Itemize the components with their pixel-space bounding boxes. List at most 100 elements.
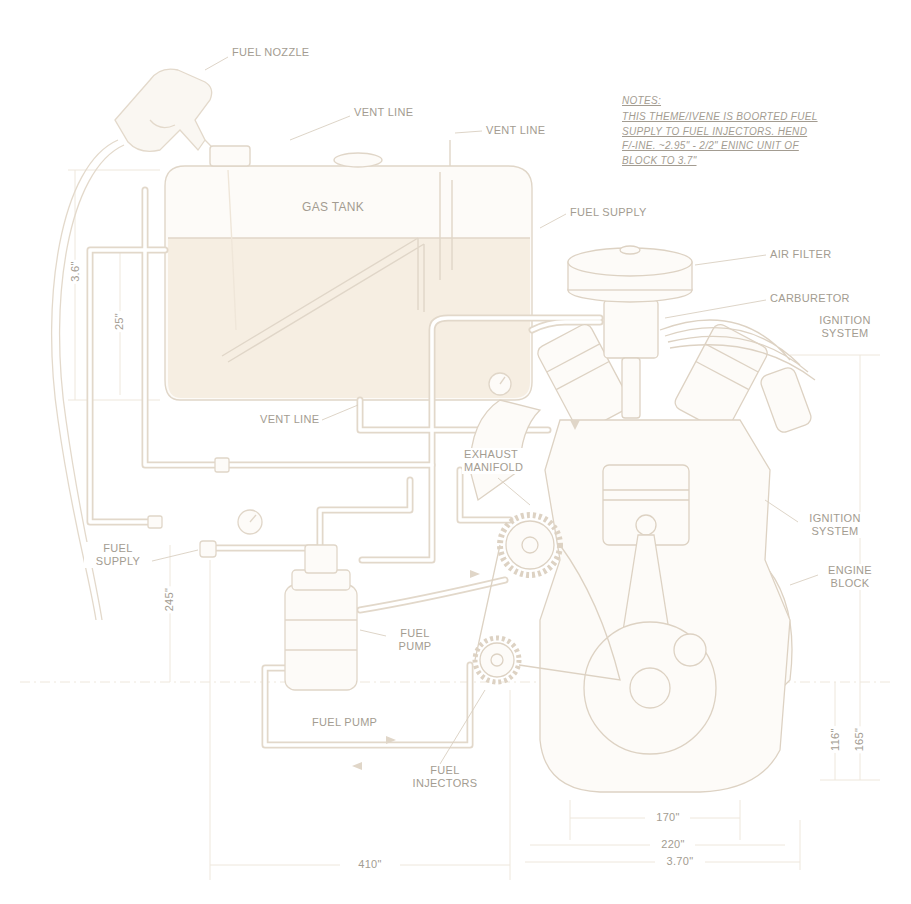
engine-drawing-part — [584, 622, 716, 754]
fuel-pump-and-gauges-part — [285, 619, 357, 620]
engine-drawing-part — [620, 246, 640, 254]
fuel-pump-and-gauges-part — [215, 458, 229, 472]
part-label: EXHAUST MANIFOLD — [462, 448, 538, 474]
fuel-pipes — [90, 190, 600, 745]
gas-tank-outline-part — [449, 140, 450, 166]
engine-drawing-part — [603, 465, 689, 545]
leader-lines-part — [695, 255, 766, 265]
dimension-label: 3.70" — [665, 855, 696, 868]
leader-lines — [148, 57, 818, 764]
part-label: CARBURETOR — [768, 292, 852, 305]
engine-drawing-part-part — [556, 362, 609, 390]
fuel-pump-and-gauges-part — [500, 377, 505, 384]
leader-lines-part — [360, 630, 386, 636]
fuel-pump-and-gauges-part — [238, 510, 262, 534]
part-label: ENGINE BLOCK — [820, 564, 880, 590]
timing-gears-and-belt-part — [500, 515, 560, 575]
timing-gears-and-belt-part — [491, 654, 503, 666]
leader-lines-part — [322, 405, 358, 420]
timing-gears-and-belt-part — [475, 638, 519, 682]
engine-drawing-part — [540, 420, 790, 792]
notes-heading: NOTES: — [620, 94, 663, 109]
hose-and-nozzle-part — [150, 120, 175, 128]
fuel-pipes-part-part — [362, 465, 432, 560]
gas-tank-outline-part — [168, 237, 530, 238]
gas-tank-outline — [165, 140, 532, 400]
flow-arrows-part — [470, 570, 480, 578]
dimension-lines-part — [210, 560, 211, 880]
fuel-pipes-part-part — [205, 480, 410, 548]
engine-drawing-part — [622, 358, 640, 418]
part-label: FUEL SUPPLY — [84, 542, 152, 568]
gas-tank-outline-part — [228, 170, 236, 330]
fuel-pump-and-gauges-part — [489, 373, 511, 395]
part-label: FUEL SUPPLY — [568, 206, 649, 219]
timing-gears-and-belt — [475, 515, 620, 682]
engine-drawing-part — [636, 515, 656, 535]
leader-lines-part — [455, 131, 482, 133]
engine-drawing-part-part — [547, 344, 600, 372]
leader-lines-part — [205, 57, 228, 70]
part-label: AIR FILTER — [768, 248, 833, 261]
gas-tank-outline-part — [165, 166, 532, 400]
part-label: VENT LINE — [484, 124, 547, 137]
dimension-lines-part — [170, 545, 171, 682]
flow-arrows-part — [352, 762, 362, 770]
dimension-lines-part — [695, 845, 785, 846]
dimension-lines-part — [510, 690, 511, 880]
engine-drawing-part — [759, 366, 813, 435]
flow-arrows — [352, 420, 580, 770]
dimension-lines-part — [820, 780, 880, 781]
dimension-label: 245" — [163, 586, 176, 613]
fuel-pipes-part — [90, 190, 600, 745]
part-label: FUEL PUMP — [388, 627, 442, 653]
dimension-lines-part — [705, 862, 800, 863]
fuel-pipes-part-part — [360, 580, 505, 610]
dimension-lines-part — [530, 845, 650, 846]
notes-text: THIS THEME/IVENE IS BOORTED FUEL SUPPLY … — [620, 110, 824, 168]
leader-lines-part — [440, 690, 485, 764]
dimension-lines-part — [800, 820, 801, 870]
fuel-pump-and-gauges-part — [285, 649, 357, 650]
dimension-label: 25" — [113, 311, 126, 332]
timing-gears-and-belt-part — [506, 521, 554, 569]
leader-lines-part — [498, 478, 530, 505]
engine-drawing — [470, 246, 815, 792]
fuel-pipes-part-part — [90, 250, 165, 522]
dimension-lines-part — [740, 800, 741, 840]
dimension-lines-part — [400, 865, 510, 866]
gas-tank-outline-part — [334, 153, 382, 167]
dimension-lines-part — [790, 355, 880, 356]
flow-arrows-part — [570, 420, 580, 430]
dimension-lines-part — [525, 862, 655, 863]
dimension-label: 165" — [853, 726, 866, 753]
fuel-pipes-part-part — [360, 580, 505, 610]
fuel-pump-and-gauges-part — [250, 515, 256, 522]
gas-tank-outline-part — [440, 172, 452, 280]
leader-lines-part — [290, 116, 350, 140]
engine-drawing-part — [630, 668, 670, 708]
dimension-label: 410" — [356, 858, 383, 871]
fuel-pipes-part-part — [145, 190, 600, 465]
engine-drawing-part — [604, 300, 658, 358]
timing-gears-and-belt-part — [475, 545, 620, 680]
dimension-lines-part — [570, 818, 645, 819]
engine-drawing-part — [674, 634, 706, 666]
leader-lines-part — [148, 550, 198, 562]
fuel-pipes-part-part — [145, 190, 600, 465]
engine-drawing-part — [603, 499, 689, 500]
part-label: IGNITION SYSTEM — [810, 314, 880, 340]
part-label: IGNITION SYSTEM — [800, 512, 870, 538]
fuel-pump-and-gauges-part — [285, 585, 357, 690]
dimension-lines-part — [75, 170, 76, 400]
part-label: FUEL PUMP — [310, 716, 379, 729]
timing-gears-and-belt-part — [522, 537, 538, 553]
engine-drawing-part-part — [705, 344, 758, 372]
part-label: VENT LINE — [258, 413, 321, 426]
dimension-lines-part — [210, 865, 340, 866]
fuel-pump-and-gauges-part — [148, 516, 162, 528]
dimension-lines-part — [690, 818, 740, 819]
part-label: VENT LINE — [352, 106, 415, 119]
fuel-pump-and-gauges-part — [200, 541, 216, 557]
flow-arrows-part — [386, 736, 396, 744]
